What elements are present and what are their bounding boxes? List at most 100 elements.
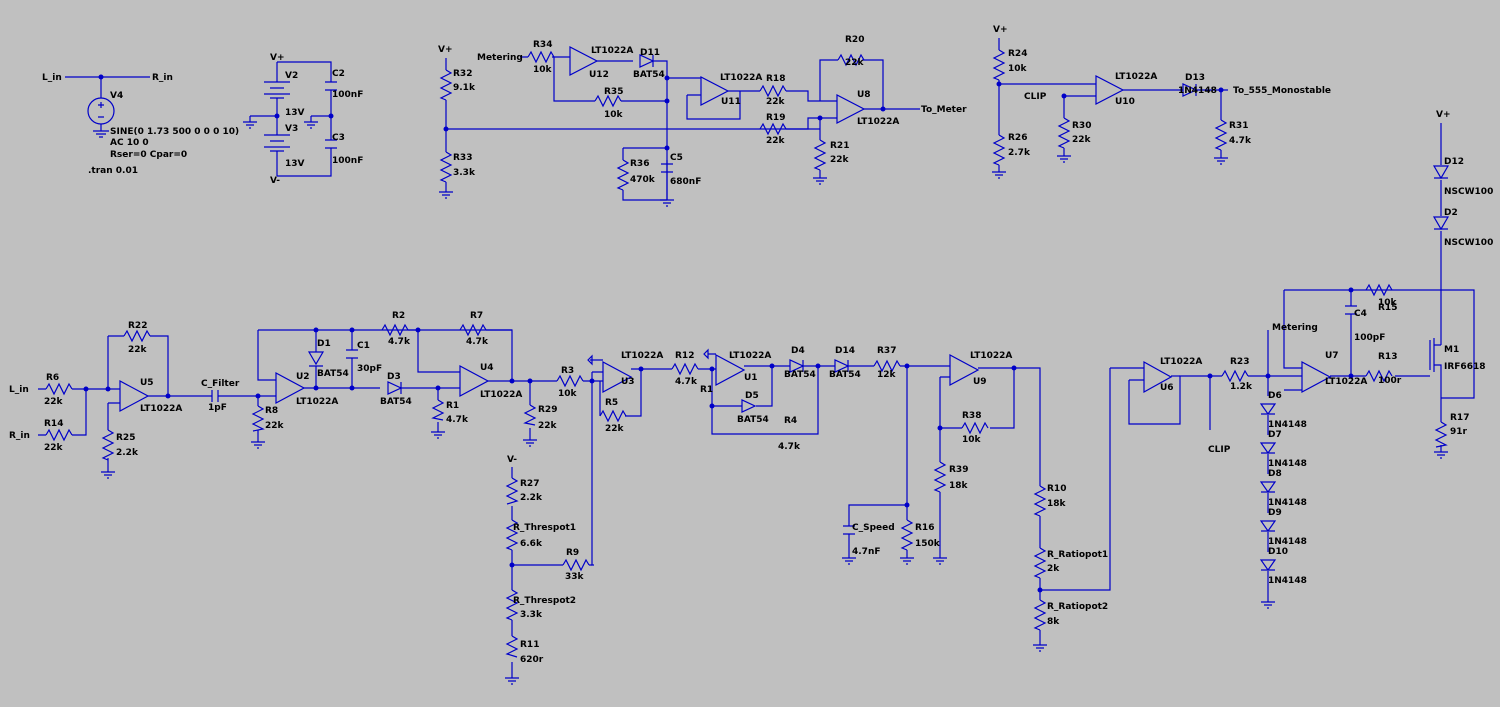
lbl-r-ratiopot2: R_Ratiopot2 bbox=[1047, 602, 1108, 612]
lbl-d5: D5 bbox=[745, 391, 759, 401]
source-v4-group bbox=[65, 74, 150, 138]
lbl-d12-val: NSCW100 bbox=[1444, 187, 1493, 197]
lbl-r27: R27 bbox=[520, 479, 539, 489]
lbl-v4-sine: SINE(0 1.73 500 0 0 0 10) bbox=[110, 127, 239, 137]
lbl-clip-top: CLIP bbox=[1024, 92, 1047, 102]
lbl-tran: .tran 0.01 bbox=[88, 166, 138, 176]
lbl-c1: C1 bbox=[357, 341, 370, 351]
lbl-r24-val: 10k bbox=[1008, 64, 1028, 74]
lbl-r32: R32 bbox=[453, 69, 472, 79]
lbl-v4-rser: Rser=0 Cpar=0 bbox=[110, 150, 187, 160]
lbl-r-threspot2: R_Threspot2 bbox=[513, 596, 576, 606]
lbl-r30-val: 22k bbox=[1072, 135, 1092, 145]
lbl-u6: U6 bbox=[1160, 383, 1174, 393]
lbl-r33: R33 bbox=[453, 153, 472, 163]
lbl-c-filter-val: 1pF bbox=[208, 403, 227, 413]
led-driver bbox=[1040, 123, 1475, 609]
lbl-r2-val: 4.7k bbox=[388, 337, 411, 347]
lbl-c4-val: 100pF bbox=[1354, 333, 1385, 343]
lbl-r16-val: 150k bbox=[915, 539, 941, 549]
lbl-c-filter: C_Filter bbox=[201, 379, 240, 389]
lbl-d1-val: BAT54 bbox=[317, 369, 349, 379]
lbl-r36: R36 bbox=[630, 159, 649, 169]
lbl-r2: R2 bbox=[392, 311, 405, 321]
lbl-metering-top: Metering bbox=[477, 53, 523, 63]
lbl-d4-val: BAT54 bbox=[784, 370, 816, 380]
supply-group bbox=[243, 61, 337, 177]
lbl-u2-part: LT1022A bbox=[296, 397, 338, 407]
lbl-r-in-bot: R_in bbox=[9, 431, 30, 441]
lbl-l-in-bot: L_in bbox=[9, 385, 29, 395]
lbl-r3: R3 bbox=[561, 366, 574, 376]
lbl-d8-val: 1N4148 bbox=[1268, 498, 1307, 508]
lbl-metering-right: Metering bbox=[1272, 323, 1318, 333]
lbl-r4: R4 bbox=[784, 416, 797, 426]
lbl-to-meter: To_Meter bbox=[921, 105, 967, 115]
lbl-vminus-r27: V- bbox=[507, 455, 517, 465]
lbl-d7: D7 bbox=[1268, 430, 1282, 440]
lbl-r14: R14 bbox=[44, 419, 63, 429]
lbl-d11: D11 bbox=[640, 48, 660, 58]
lbl-c4: C4 bbox=[1354, 309, 1367, 319]
lbl-u11-part: LT1022A bbox=[720, 73, 762, 83]
lbl-d3-val: BAT54 bbox=[380, 397, 412, 407]
lbl-r26-val: 2.7k bbox=[1008, 148, 1031, 158]
lbl-u12: U12 bbox=[589, 70, 609, 80]
lbl-r31-val: 4.7k bbox=[1229, 136, 1252, 146]
lbl-c3-val: 100nF bbox=[332, 156, 363, 166]
lbl-r15-val: 10k bbox=[1378, 298, 1398, 308]
lbl-r39-val: 18k bbox=[949, 481, 969, 491]
lbl-vplus-r32: V+ bbox=[438, 45, 453, 55]
lbl-r18: R18 bbox=[766, 74, 785, 84]
lbl-u8: U8 bbox=[857, 90, 871, 100]
lbl-r25: R25 bbox=[116, 433, 135, 443]
lbl-d9-val: 1N4148 bbox=[1268, 537, 1307, 547]
lbl-r4-val: 4.7k bbox=[778, 442, 801, 452]
lbl-d13: D13 bbox=[1185, 73, 1205, 83]
lbl-r13: R13 bbox=[1378, 352, 1397, 362]
lbl-r11: R11 bbox=[520, 640, 539, 650]
lbl-c5: C5 bbox=[670, 153, 683, 163]
lbl-c1-val: 30pF bbox=[357, 364, 382, 374]
lbl-r16: R16 bbox=[915, 523, 934, 533]
lbl-r1: R1 bbox=[446, 401, 459, 411]
lbl-r-ratiopot1-val: 2k bbox=[1047, 564, 1060, 574]
lbl-d4: D4 bbox=[791, 346, 805, 356]
lbl-c-speed: C_Speed bbox=[852, 523, 895, 533]
lbl-r38-val: 10k bbox=[962, 435, 982, 445]
lbl-r26: R26 bbox=[1008, 133, 1027, 143]
lbl-u3: U3 bbox=[621, 377, 635, 387]
lbl-r-ratiopot2-val: 8k bbox=[1047, 617, 1060, 627]
lbl-r25-val: 2.2k bbox=[116, 448, 139, 458]
lbl-r22: R22 bbox=[128, 321, 147, 331]
lbl-r10-val: 18k bbox=[1047, 499, 1067, 509]
lbl-u6-part: LT1022A bbox=[1160, 357, 1202, 367]
lbl-d14: D14 bbox=[835, 346, 855, 356]
lbl-r-threspot1-val: 6.6k bbox=[520, 539, 543, 549]
lbl-r19-val: 22k bbox=[766, 136, 786, 146]
lbl-r3-val: 10k bbox=[558, 389, 578, 399]
lbl-u10: U10 bbox=[1115, 97, 1135, 107]
lbl-r12-val: 4.7k bbox=[675, 377, 698, 387]
lbl-r6-val: 22k bbox=[44, 397, 64, 407]
lbl-r31: R31 bbox=[1229, 121, 1248, 131]
signal-chain bbox=[38, 323, 1047, 685]
lbl-d6: D6 bbox=[1268, 391, 1282, 401]
lbl-r9: R9 bbox=[566, 548, 579, 558]
lbl-v3: V3 bbox=[285, 124, 298, 134]
lbl-r19: R19 bbox=[766, 113, 785, 123]
lbl-r6: R6 bbox=[46, 373, 59, 383]
lbl-u8-part: LT1022A bbox=[857, 117, 899, 127]
lbl-d2-val: NSCW100 bbox=[1444, 238, 1493, 248]
lbl-r33-val: 3.3k bbox=[453, 168, 476, 178]
lbl-u7: U7 bbox=[1325, 351, 1339, 361]
lbl-r1-val: 4.7k bbox=[446, 415, 469, 425]
lbl-u9: U9 bbox=[973, 377, 987, 387]
lbl-r9-val: 33k bbox=[565, 572, 585, 582]
lbl-d7-val: 1N4148 bbox=[1268, 459, 1307, 469]
lbl-r5-val: 22k bbox=[605, 424, 625, 434]
lbl-r30: R30 bbox=[1072, 121, 1091, 131]
lbl-c-speed-val: 4.7nF bbox=[852, 547, 881, 557]
lbl-r39: R39 bbox=[949, 465, 968, 475]
